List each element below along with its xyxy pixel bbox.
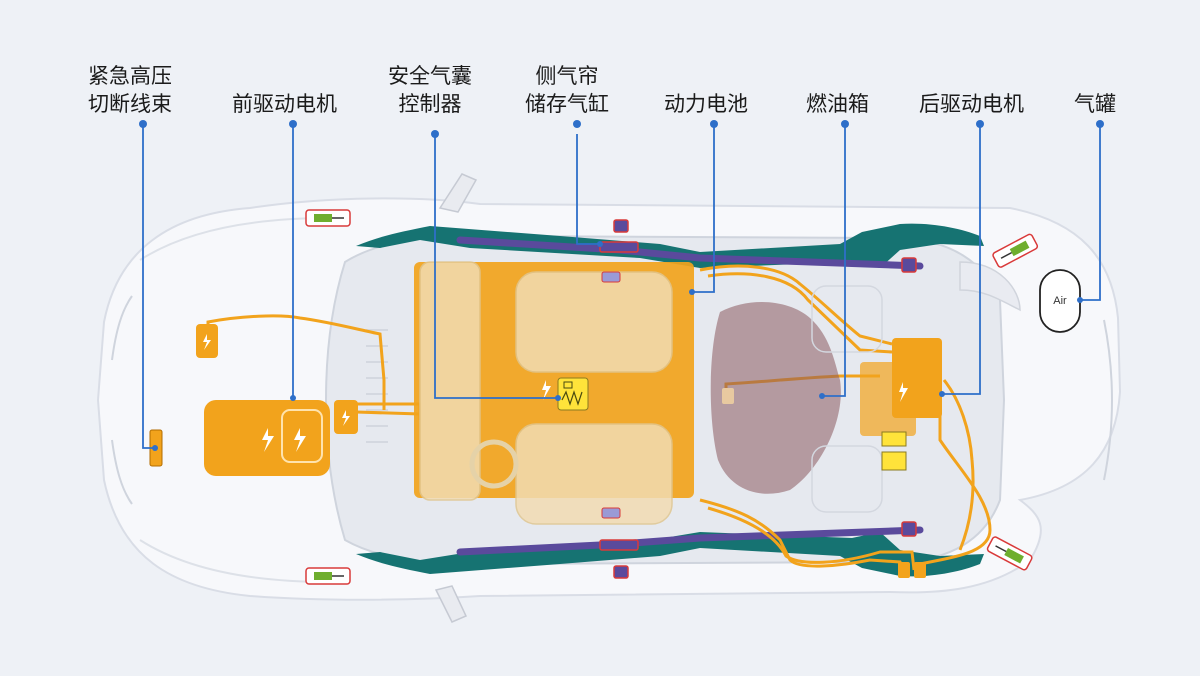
callout-front-motor: 前驱动电机 (232, 90, 337, 118)
callout-gas-tank-line1: 气罐 (1074, 92, 1116, 116)
callout-front-motor-line1: 前驱动电机 (232, 92, 337, 116)
fuel-tank-shape (710, 301, 841, 494)
callout-power-battery: 动力电池 (664, 90, 748, 118)
callout-curtain-cylinder-line2: 储存气缸 (525, 92, 609, 116)
curtain-cylinders (599, 219, 917, 579)
callout-curtain-cylinder-line1: 侧气帘 (535, 64, 599, 88)
callout-airbag-controller-line2: 控制器 (398, 92, 462, 116)
callout-hv-cutoff: 紧急高压 切断线束 (88, 62, 172, 118)
callout-fuel-tank-line1: 燃油箱 (806, 92, 869, 116)
callout-curtain-cylinder: 侧气帘 储存气缸 (525, 62, 609, 118)
right-mirror (434, 585, 468, 623)
callout-gas-tank: 气罐 (1074, 90, 1116, 118)
air-tank: Air (1039, 269, 1081, 333)
hv-wiring (206, 264, 992, 571)
left-mirror (438, 173, 478, 213)
high-voltage-icon (203, 334, 908, 452)
gas-strut-icon (305, 209, 1039, 585)
callout-airbag-controller: 安全气囊 控制器 (388, 62, 472, 118)
callout-rear-motor: 后驱动电机 (919, 90, 1024, 118)
air-tank-label: Air (1053, 295, 1067, 307)
callout-power-battery-line1: 动力电池 (664, 92, 748, 116)
airbag-controller-icon (557, 377, 589, 411)
callout-airbag-controller-line1: 安全气囊 (388, 64, 472, 88)
callout-fuel-tank: 燃油箱 (806, 90, 869, 118)
curtain-airbag-rails (456, 236, 924, 556)
rear-motor-assembly (722, 338, 942, 578)
callout-hv-cutoff-line2: 切断线束 (88, 92, 172, 116)
callout-hv-cutoff-line1: 紧急高压 (88, 64, 172, 88)
sensor-modules (881, 431, 907, 471)
callout-rear-motor-line1: 后驱动电机 (919, 92, 1024, 116)
chassis-frame (356, 223, 984, 577)
leader-dots (139, 120, 1104, 451)
leader-lines (142, 124, 1101, 449)
